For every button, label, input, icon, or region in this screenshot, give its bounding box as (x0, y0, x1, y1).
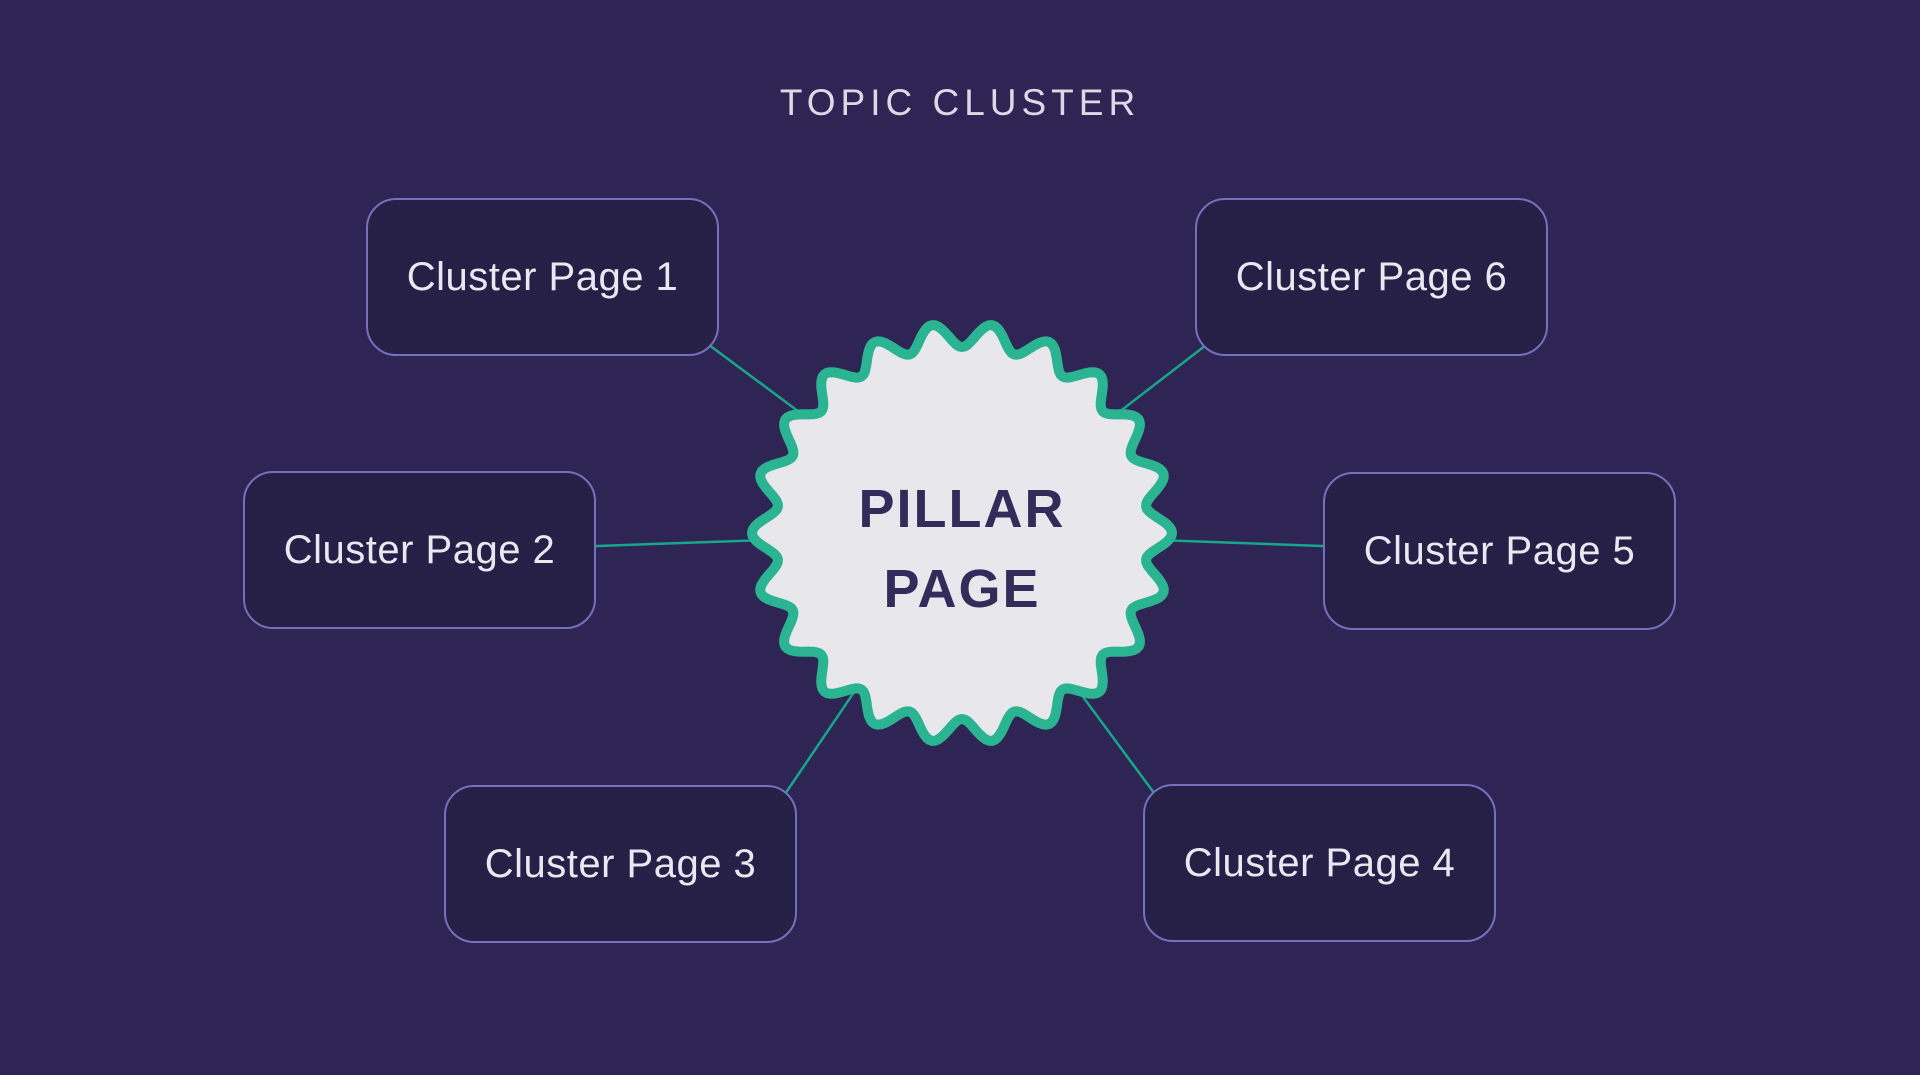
pillar-page-line1: PILLAR (858, 479, 1066, 539)
diagram-title: TOPIC CLUSTER (779, 82, 1141, 123)
cluster-node-2-label: Cluster Page 2 (283, 527, 556, 572)
pillar-gear-icon (747, 320, 1177, 746)
cluster-node-5-label: Cluster Page 5 (1363, 528, 1636, 573)
cluster-node-4-label: Cluster Page 4 (1183, 840, 1456, 885)
cluster-node-4: Cluster Page 4 (1143, 784, 1496, 942)
pillar-page-label: PILLAR PAGE (859, 469, 1066, 629)
cluster-node-2: Cluster Page 2 (243, 471, 596, 629)
cluster-node-5: Cluster Page 5 (1323, 472, 1676, 630)
pillar-page-line2: PAGE (883, 559, 1041, 619)
cluster-node-1-label: Cluster Page 1 (406, 254, 679, 299)
cluster-node-6-label: Cluster Page 6 (1235, 254, 1508, 299)
cluster-node-6: Cluster Page 6 (1195, 198, 1548, 356)
cluster-node-3: Cluster Page 3 (444, 785, 797, 943)
cluster-node-3-label: Cluster Page 3 (484, 841, 757, 886)
cluster-node-1: Cluster Page 1 (366, 198, 719, 356)
